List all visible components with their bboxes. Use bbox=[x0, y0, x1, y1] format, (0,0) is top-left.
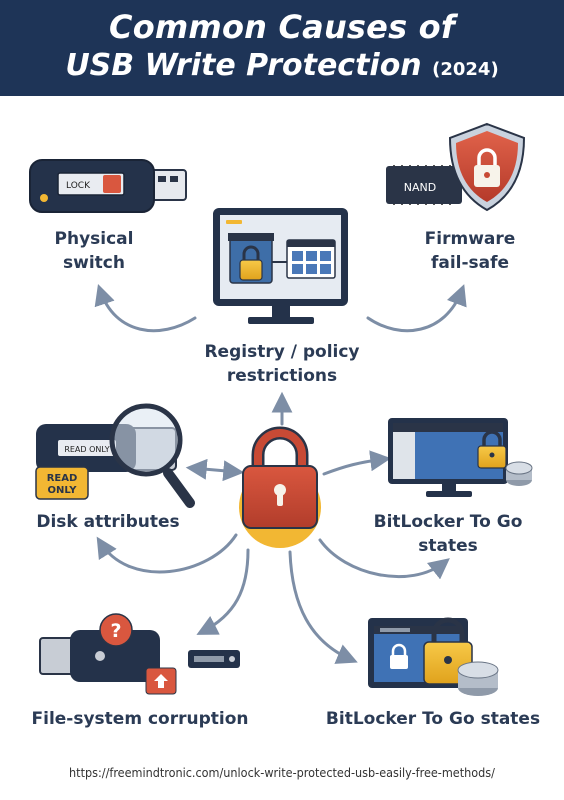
label-firmware-2: fail-safe bbox=[431, 253, 509, 273]
arrow-to-bitlocker-right bbox=[322, 450, 392, 476]
connector-arrows bbox=[94, 284, 467, 664]
shield-lock-icon bbox=[448, 122, 526, 212]
physical-switch-usb-icon: LOCK bbox=[29, 159, 187, 213]
label-bitlocker-right-1: BitLocker To Go bbox=[374, 512, 523, 532]
title-line-2: USB Write Protection (2024) bbox=[0, 48, 564, 83]
label-registry-1: Registry / policy bbox=[204, 342, 359, 362]
badge-read-text: READ bbox=[47, 473, 78, 484]
label-physical-switch-2: switch bbox=[63, 253, 125, 273]
question-mark-icon: ? bbox=[110, 620, 121, 642]
nand-chip-icon: NAND bbox=[386, 165, 462, 205]
label-disk-attributes: Disk attributes bbox=[36, 512, 179, 532]
read-only-badge: READ ONLY bbox=[35, 466, 89, 500]
magnifier-icon bbox=[109, 403, 195, 508]
bitlocker-drive-icon bbox=[368, 617, 499, 696]
arrow-to-bitlocker-right-lower bbox=[318, 538, 450, 580]
header-banner: Common Causes of USB Write Protection (2… bbox=[0, 0, 564, 96]
arrow-to-disk-lower bbox=[96, 533, 238, 574]
arrow-to-physical-switch bbox=[94, 284, 197, 333]
central-padlock-icon bbox=[239, 426, 321, 548]
title-line-1: Common Causes of bbox=[109, 8, 455, 46]
source-url[interactable]: https://freemindtronic.com/unlock-write-… bbox=[69, 765, 495, 780]
corrupted-usb-icon: ? bbox=[39, 613, 240, 695]
causes-diagram: LOCK Physical switch Registry / policy r… bbox=[29, 122, 540, 729]
title-year: (2024) bbox=[432, 59, 499, 80]
arrow-to-firmware bbox=[366, 284, 467, 333]
monitor-icon bbox=[213, 208, 348, 324]
label-bitlocker-bottom: BitLocker To Go states bbox=[326, 709, 540, 729]
label-registry-2: restrictions bbox=[227, 366, 337, 386]
arrow-to-disk-attributes bbox=[185, 458, 245, 482]
read-only-usb-text: READ ONLY bbox=[64, 445, 109, 454]
arrow-to-bitlocker-bottom bbox=[288, 550, 358, 664]
label-firmware-1: Firmware bbox=[425, 229, 516, 249]
label-filesystem-corruption: File-system corruption bbox=[32, 709, 249, 729]
label-bitlocker-right-2: states bbox=[418, 536, 478, 556]
nand-chip-text: NAND bbox=[404, 181, 436, 194]
arrow-to-filesystem bbox=[196, 548, 250, 635]
lock-switch-text: LOCK bbox=[66, 181, 91, 191]
badge-only-text: ONLY bbox=[48, 485, 78, 496]
bitlocker-monitor-icon bbox=[388, 418, 533, 497]
label-physical-switch-1: Physical bbox=[55, 229, 134, 249]
title-line-2-text: USB Write Protection bbox=[65, 48, 422, 83]
